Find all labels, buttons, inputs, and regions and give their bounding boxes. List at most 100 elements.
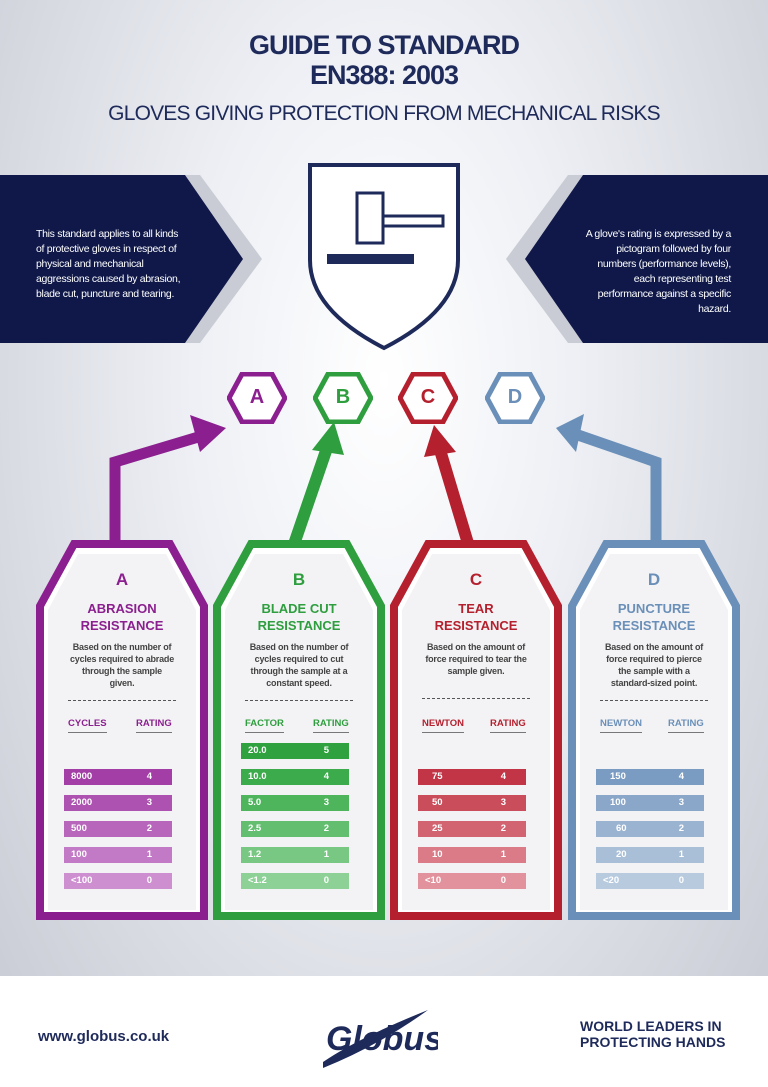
column-header-rating: RATING [136,718,172,733]
row-rating: 1 [146,849,152,860]
card-description-line: given. [109,678,135,688]
card-title-line: RESISTANCE [257,618,341,633]
card-blade-cut: B BLADE CUT RESISTANCE Based on the numb… [213,540,385,920]
column-header-rating: RATING [313,718,349,733]
row-value: <20 [603,875,620,886]
row-rating: 1 [323,849,329,860]
row-rating: 2 [678,823,684,834]
card-title: ABRASION RESISTANCE [36,600,208,634]
row-value: <1.2 [248,875,267,886]
card-description-line: cycles required to abrade [69,654,175,664]
card-description-line: Based on the number of [72,642,172,652]
arrow-a-icon [109,415,226,550]
column-header-value: NEWTON [422,718,465,733]
card-description-line: cycles required to cut [254,654,344,664]
left-banner: This standard applies to all kinds of pr… [0,175,285,343]
row-rating: 5 [323,745,329,756]
logo-swoosh-icon [323,1010,428,1068]
card-title: TEAR RESISTANCE [390,600,562,634]
left-banner-line: This standard applies to all kinds [36,228,179,240]
card-description-line: through the sample [82,666,162,676]
column-header-value: FACTOR [245,718,284,733]
divider [245,700,353,701]
title-line-2: EN388: 2003 [309,60,459,90]
right-banner-text: A glove's rating is expressed by a picto… [553,227,732,317]
row-rating: 4 [500,771,506,782]
card-description: Based on the amount of force required to… [412,641,540,677]
card-title-line: BLADE CUT [261,601,337,616]
row-value: 60 [616,823,627,834]
row-rating: 3 [500,797,506,808]
hexagon-letter: B [335,386,351,408]
left-banner-line: of protective gloves in respect of [36,243,177,255]
card-tear: C TEAR RESISTANCE Based on the amount of… [390,540,562,920]
row-rating: 4 [323,771,329,782]
card-description: Based on the number of cycles required t… [235,641,363,689]
card-description-line: force required to tear the [425,654,527,664]
card-letter: D [647,570,661,589]
row-rating: 3 [678,797,684,808]
row-value: 75 [432,771,443,782]
row-value: 20.0 [248,745,267,756]
footer: www.globus.co.uk Globus WORLD LEADERS IN… [0,976,768,1087]
left-banner-shape [0,175,262,343]
arrow-c-icon [424,425,476,552]
website-link[interactable]: www.globus.co.uk [38,1028,170,1045]
hexagon-d: D [484,371,546,425]
card-description-line: standard-sized point. [610,678,698,688]
right-banner-line: A glove's rating is expressed by a [585,228,732,240]
card-description-line: Based on the amount of [604,642,704,652]
row-rating: 0 [500,875,506,886]
hexagon-b: B [312,371,374,425]
card-description-line: Based on the amount of [426,642,526,652]
card-title-line: PUNCTURE [617,601,691,616]
row-rating: 3 [323,797,329,808]
row-rating: 1 [678,849,684,860]
hexagon-letter: C [420,386,436,408]
card-description: Based on the amount of force required to… [590,641,718,689]
right-banner-line: each representing test [633,273,732,285]
tagline-line: WORLD LEADERS IN [580,1018,722,1034]
row-value: 20 [616,849,627,860]
card-title-line: RESISTANCE [80,618,164,633]
column-header-rating: RATING [668,718,704,733]
card-description-line: constant speed. [266,678,332,688]
left-banner-line: blade cut, puncture and tearing. [36,288,175,300]
column-header-value: CYCLES [68,718,107,733]
row-rating: 0 [323,875,329,886]
hammer-icon [327,191,445,264]
divider [68,700,176,701]
card-description-line: the sample with a [618,666,690,676]
right-banner-line: pictogram followed by four [616,243,731,255]
row-rating: 4 [146,771,152,782]
subtitle: GLOVES GIVING PROTECTION FROM MECHANICAL… [108,102,660,125]
card-title-line: RESISTANCE [434,618,518,633]
card-description-line: through the sample at a [250,666,348,676]
row-value: 10.0 [248,771,267,782]
arrow-b-icon [286,422,344,552]
row-value: 2.5 [248,823,262,834]
left-banner-line: physical and mechanical [36,258,144,270]
divider [422,698,530,699]
table-row: 60 2 [596,821,704,837]
column-header-value: NEWTON [600,718,643,733]
row-rating: 4 [678,771,684,782]
tagline-line: PROTECTING HANDS [580,1034,726,1050]
right-banner-line: numbers (performance levels), [597,258,731,270]
row-value: 100 [71,849,87,860]
hexagon-a: A [226,371,288,425]
row-rating: 2 [323,823,329,834]
left-banner-line: aggressions caused by abrasion, [36,273,181,285]
left-banner-text: This standard applies to all kinds of pr… [36,227,226,302]
